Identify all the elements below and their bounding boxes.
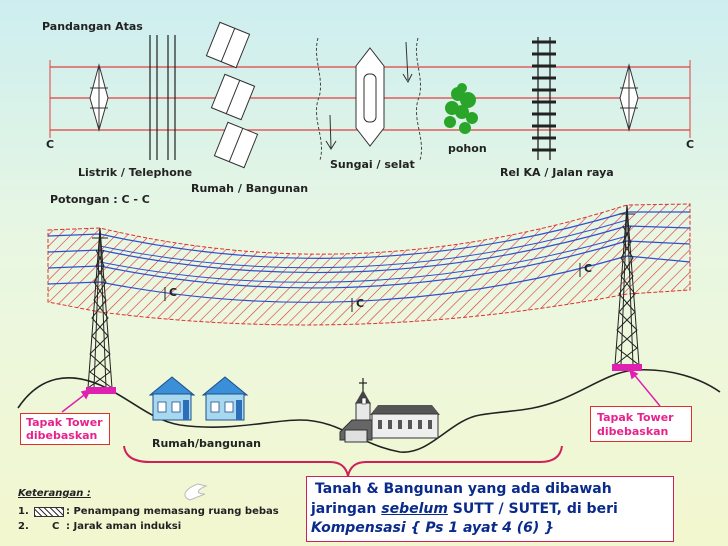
- boat-icon: [355, 47, 385, 147]
- c-mark-ticks: [164, 263, 581, 312]
- church-icon: [339, 378, 440, 443]
- lattice-tower-icon: [87, 227, 113, 389]
- note-item-1-number: 1.: [18, 506, 29, 517]
- telephone-lines-icon: [149, 35, 176, 160]
- tower-base-right: [612, 364, 642, 371]
- notes-title: Keterangan :: [18, 488, 91, 499]
- tower-label-pointers: [61, 368, 661, 413]
- section-mark-left: C: [46, 138, 55, 151]
- ground-profile: [17, 368, 721, 453]
- callout-pointer: [184, 483, 208, 501]
- callout-line-2-b: sebelum: [381, 501, 448, 517]
- tower-footprint-icon: [619, 63, 639, 132]
- house-icon: [201, 376, 249, 421]
- house-icon: [148, 376, 196, 421]
- callout-box: Tanah & Bangunan yang ada dibawah jaring…: [306, 476, 674, 542]
- top-view-title: Pandangan Atas: [42, 20, 143, 33]
- c-mark: C: [356, 297, 365, 310]
- section-mark-right: C: [686, 138, 695, 151]
- callout-line-2-a: jaringan: [311, 501, 382, 517]
- callout-line-2-c: SUTT / SUTET, di beri: [447, 501, 618, 517]
- cross-section: [17, 203, 721, 501]
- clearance-zone-hatch: [47, 203, 691, 326]
- callout-line-3: Kompensasi { Ps 1 ayat 4 (6) }: [311, 520, 555, 536]
- river-icon: [316, 37, 422, 161]
- note-item-2-symbol: C: [52, 521, 60, 532]
- river-flow-arrows: [325, 41, 413, 150]
- ground-bracket: [123, 445, 563, 477]
- buildings-label: Rumah/bangunan: [152, 437, 261, 450]
- c-mark: C: [584, 262, 593, 275]
- tower-label-right-text: Tapak Tower dibebaskan: [597, 411, 674, 438]
- label-pohon: pohon: [448, 142, 487, 155]
- c-mark: C: [169, 286, 178, 299]
- label-sungai: Sungai / selat: [330, 158, 415, 171]
- label-listrik: Listrik / Telephone: [78, 166, 193, 179]
- callout-line-2: jaringan sebelum SUTT / SUTET, di beri: [311, 501, 618, 517]
- tower-label-right: Tapak Tower dibebaskan: [590, 406, 692, 442]
- note-item-2-number: 2.: [18, 521, 29, 532]
- tower-label-left-text: Tapak Tower dibebaskan: [26, 416, 103, 442]
- note-item-2-text: : Jarak aman induksi: [66, 521, 182, 532]
- callout-line-1: Tanah & Bangunan yang ada dibawah: [315, 481, 612, 497]
- house-plan-icon: [205, 21, 259, 169]
- tower-footprint-icon: [89, 63, 109, 132]
- tower-label-left: Tapak Tower dibebaskan: [20, 413, 110, 445]
- railway-icon: [532, 37, 556, 160]
- label-rel: Rel KA / Jalan raya: [500, 166, 614, 179]
- cross-section-title: Potongan : C - C: [50, 193, 150, 206]
- section-line-markers: [49, 60, 691, 138]
- top-view: [49, 21, 691, 169]
- note-item-1-text: : Penampang memasang ruang bebas: [66, 506, 279, 517]
- tree-icon: [444, 83, 478, 134]
- conductor-sag-center: [99, 219, 628, 283]
- hatch-legend-swatch: [34, 507, 64, 517]
- label-rumah: Rumah / Bangunan: [191, 182, 309, 195]
- lattice-tower-icon: [614, 204, 640, 366]
- cross-section-conductors: [47, 211, 691, 303]
- tower-base-left: [86, 387, 116, 394]
